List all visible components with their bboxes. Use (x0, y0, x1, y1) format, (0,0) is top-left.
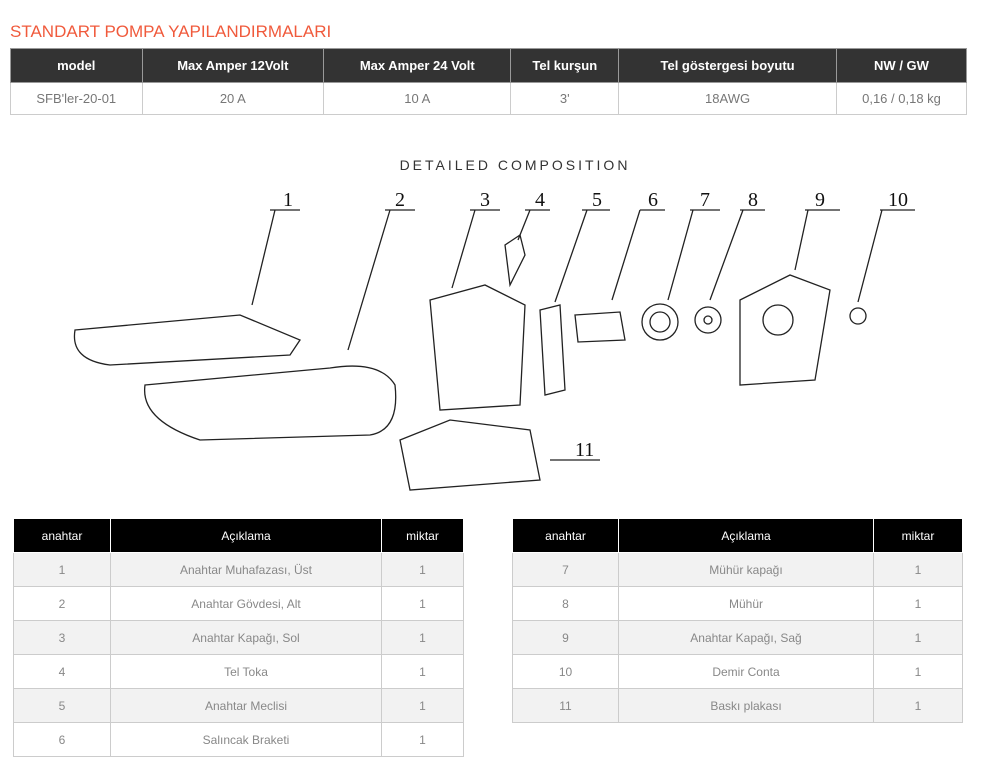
part-label: 10 (888, 189, 908, 211)
cell-quantity: 1 (873, 620, 963, 655)
spec-cell: 10 A (323, 82, 512, 115)
cell-key: 8 (512, 586, 619, 621)
cell-description: Demir Conta (618, 654, 874, 689)
part-label: 9 (815, 189, 825, 211)
part-label: 4 (535, 189, 545, 211)
exploded-diagram: DETAILED COMPOSITION 1 2 3 4 5 6 7 8 9 1… (73, 157, 915, 491)
spec-cell: SFB'ler-20-01 (10, 82, 143, 115)
cell-description: Mühür (618, 586, 874, 621)
spec-cell: 18AWG (618, 82, 837, 115)
cell-description: Anahtar Kapağı, Sağ (618, 620, 874, 655)
header-description: Açıklama (110, 518, 382, 553)
spec-header: Tel kurşun (510, 48, 620, 83)
cell-key: 7 (512, 552, 619, 587)
spec-header: model (10, 48, 143, 83)
part-label: 5 (592, 189, 602, 211)
cell-quantity: 1 (381, 552, 464, 587)
cell-quantity: 1 (873, 688, 963, 723)
cell-key: 10 (512, 654, 619, 689)
cell-quantity: 1 (381, 688, 464, 723)
cell-description: Anahtar Gövdesi, Alt (110, 586, 382, 621)
cell-quantity: 1 (381, 654, 464, 689)
cell-description: Mühür kapağı (618, 552, 874, 587)
cell-description: Anahtar Kapağı, Sol (110, 620, 382, 655)
cell-description: Anahtar Muhafazası, Üst (110, 552, 382, 587)
cell-key: 2 (13, 586, 111, 621)
diagram-title: DETAILED COMPOSITION (400, 157, 631, 173)
part-label: 2 (395, 189, 405, 211)
cell-key: 6 (13, 722, 111, 757)
part-label: 8 (748, 189, 758, 211)
cell-key: 5 (13, 688, 111, 723)
part-label: 1 (283, 189, 293, 211)
cell-quantity: 1 (381, 586, 464, 621)
part-shapes (73, 233, 867, 491)
header-quantity: miktar (873, 518, 963, 553)
part-label: 6 (648, 189, 658, 211)
header-key: anahtar (512, 518, 619, 553)
spec-header: Max Amper 24 Volt (323, 48, 512, 83)
cell-key: 4 (13, 654, 111, 689)
spec-cell: 0,16 / 0,18 kg (836, 82, 967, 115)
cell-quantity: 1 (873, 654, 963, 689)
spec-cell: 3' (510, 82, 620, 115)
cell-description: Baskı plakası (618, 688, 874, 723)
part-label: 11 (575, 439, 594, 461)
cell-key: 1 (13, 552, 111, 587)
cell-key: 9 (512, 620, 619, 655)
cell-quantity: 1 (873, 552, 963, 587)
part-label: 7 (700, 189, 710, 211)
cell-description: Salıncak Braketi (110, 722, 382, 757)
header-key: anahtar (13, 518, 111, 553)
cell-description: Tel Toka (110, 654, 382, 689)
part-label: 3 (480, 189, 490, 211)
spec-header: Max Amper 12Volt (141, 48, 325, 83)
header-quantity: miktar (381, 518, 464, 553)
header-description: Açıklama (618, 518, 874, 553)
cell-key: 11 (512, 688, 619, 723)
leader-lines (251, 209, 915, 461)
cell-quantity: 1 (381, 620, 464, 655)
cell-quantity: 1 (873, 586, 963, 621)
cell-key: 3 (13, 620, 111, 655)
spec-header: Tel göstergesi boyutu (618, 48, 837, 83)
spec-table: model Max Amper 12Volt Max Amper 24 Volt… (10, 48, 967, 115)
table-row: SFB'ler-20-01 20 A 10 A 3' 18AWG 0,16 / … (10, 82, 967, 115)
cell-quantity: 1 (381, 722, 464, 757)
page-title: STANDART POMPA YAPILANDIRMALARI (10, 22, 332, 41)
cell-description: Anahtar Meclisi (110, 688, 382, 723)
spec-header: NW / GW (836, 48, 967, 83)
spec-cell: 20 A (141, 82, 325, 115)
